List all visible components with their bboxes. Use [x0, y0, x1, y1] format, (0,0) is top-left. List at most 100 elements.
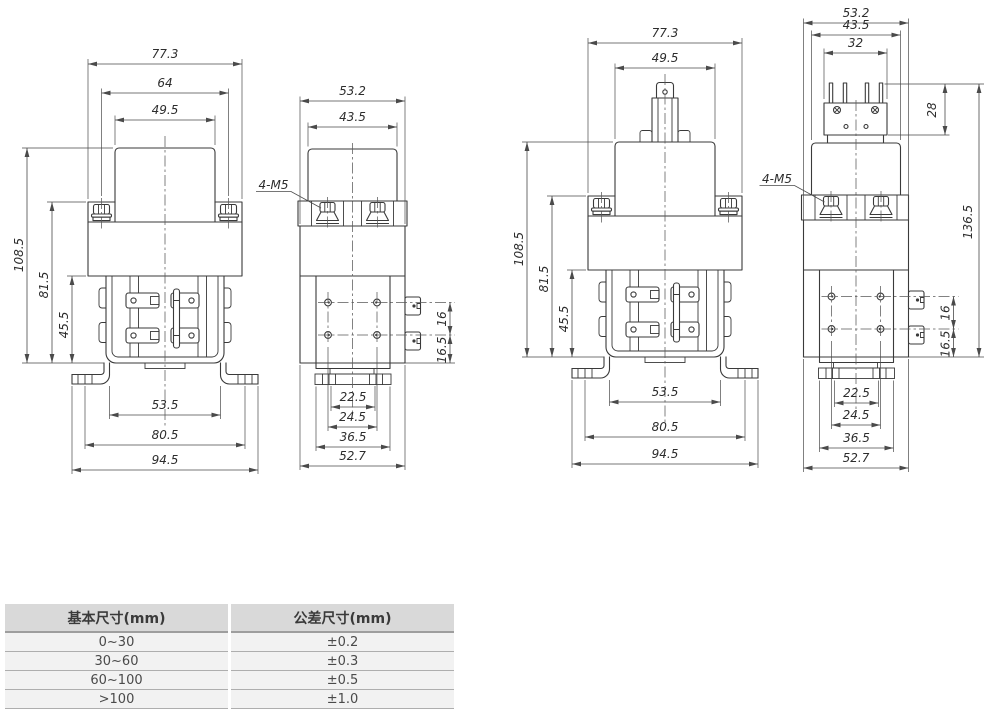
svg-text:53.5: 53.5: [152, 398, 179, 412]
basic-size-cell: 30~60: [5, 651, 230, 671]
header-tolerance: 公差尺寸(mm): [228, 604, 454, 633]
table-row: 30~60 ±0.3: [5, 651, 454, 671]
tolerance-table: 基本尺寸(mm) 公差尺寸(mm) 0~30 ±0.2 30~60 ±0.3 6…: [5, 604, 454, 709]
tolerance-cell: ±0.2: [228, 632, 454, 652]
dim-49-5: 49.5: [614, 51, 716, 139]
svg-text:64: 64: [157, 76, 172, 90]
dim-52-7: 52.7: [803, 359, 909, 472]
dim-45-5: 45.5: [557, 269, 586, 357]
table-header-row: 基本尺寸(mm) 公差尺寸(mm): [5, 604, 454, 633]
svg-text:4-M5: 4-M5: [259, 178, 289, 192]
mounting-bracket-right: [219, 362, 259, 385]
svg-text:24.5: 24.5: [339, 410, 366, 424]
svg-text:24.5: 24.5: [843, 408, 870, 422]
svg-text:45.5: 45.5: [57, 312, 71, 339]
coil-terminal-tabs: [625, 282, 700, 343]
basic-size-cell: 0~30: [5, 632, 230, 652]
pin: [828, 82, 834, 106]
centerlines: [601, 74, 729, 422]
dim-80-5: 80.5: [584, 380, 746, 441]
coil-terminal-tabs: [125, 288, 200, 349]
dim-28: 28: [884, 83, 984, 136]
contact-strip: [672, 282, 681, 343]
tolerance-cell: ±0.3: [228, 651, 454, 671]
dim-53-2: 53.2: [803, 6, 909, 220]
svg-text:53.2: 53.2: [339, 84, 366, 98]
coil-tab-terminals: [907, 290, 925, 345]
pin: [842, 82, 848, 106]
thread-callout-4-M5: 4-M5: [256, 178, 322, 209]
svg-text:36.5: 36.5: [340, 430, 367, 444]
table-row: 0~30 ±0.2: [5, 632, 454, 652]
centerlines: [101, 136, 229, 428]
svg-text:22.5: 22.5: [340, 390, 367, 404]
thread-callout-4-M5: 4-M5: [759, 172, 825, 203]
dim-16-5: 16.5: [939, 329, 956, 358]
svg-text:16.5: 16.5: [435, 337, 449, 364]
dim-94-5: 94.5: [571, 380, 759, 468]
dim-16: 16: [435, 302, 453, 335]
svg-text:22.5: 22.5: [843, 386, 870, 400]
dim-53-2: 53.2: [299, 84, 406, 224]
dim-22-5: 22.5: [834, 380, 879, 407]
mounting-bracket-left: [71, 362, 111, 385]
svg-text:43.5: 43.5: [843, 18, 870, 32]
front-view-left-variant: 77.3 64 49.5 108.5 81.5 45.5: [12, 47, 259, 474]
side-bosses: [598, 281, 732, 337]
flange-bolt-right: [365, 201, 390, 224]
svg-text:52.7: 52.7: [339, 449, 366, 463]
svg-text:16.5: 16.5: [939, 331, 953, 358]
dim-16-5: 16.5: [405, 335, 455, 363]
svg-text:80.5: 80.5: [152, 428, 179, 442]
dim-108-5: 108.5: [512, 141, 613, 358]
dim-16: 16: [939, 296, 956, 329]
contact-strip: [172, 288, 181, 349]
dim-45-5: 45.5: [57, 275, 86, 363]
side-bosses: [98, 287, 232, 343]
svg-text:28: 28: [925, 102, 939, 118]
svg-text:36.5: 36.5: [843, 431, 870, 445]
svg-text:52.7: 52.7: [843, 451, 870, 465]
dim-81-5: 81.5: [537, 195, 586, 357]
basic-size-cell: >100: [5, 689, 230, 709]
dim-52-7: 52.7: [299, 365, 406, 470]
front-view-right-variant: 77.3 49.5 108.5 81.5 45.5 53.5: [512, 26, 759, 468]
dim-49-5: 49.5: [114, 103, 216, 145]
dim-108-5: 108.5: [12, 147, 113, 364]
header-basic-size: 基本尺寸(mm): [5, 604, 230, 633]
svg-text:77.3: 77.3: [652, 26, 679, 40]
body-outline: [800, 142, 910, 379]
dim-53-5: 53.5: [109, 386, 221, 419]
tolerance-table-wrap: 基本尺寸(mm) 公差尺寸(mm) 0~30 ±0.2 30~60 ±0.3 6…: [5, 604, 454, 709]
dim-53-5: 53.5: [609, 380, 721, 406]
tolerance-cell: ±1.0: [228, 689, 454, 709]
terminal-block: [823, 82, 888, 144]
svg-text:94.5: 94.5: [652, 447, 679, 461]
dim-43-5: 43.5: [811, 18, 901, 140]
pin: [878, 82, 884, 106]
dim-32: 32: [823, 36, 888, 99]
side-view-left-variant: 53.2 43.5 4-M5 16 16.5 22.5 24.5: [256, 84, 455, 470]
pin: [864, 82, 870, 106]
svg-text:16: 16: [435, 311, 449, 327]
mounting-bracket-left: [571, 356, 611, 379]
side-view-right-variant: 53.2 43.5 32 28 136.5 4-M5 16: [759, 6, 984, 472]
svg-text:4-M5: 4-M5: [762, 172, 792, 186]
svg-text:81.5: 81.5: [37, 272, 51, 299]
svg-text:53.2: 53.2: [843, 6, 870, 20]
svg-text:80.5: 80.5: [652, 420, 679, 434]
svg-text:108.5: 108.5: [12, 238, 26, 272]
svg-text:94.5: 94.5: [152, 453, 179, 467]
svg-text:81.5: 81.5: [537, 266, 551, 293]
dim-36-5: 36.5: [315, 386, 391, 451]
dim-81-5: 81.5: [37, 201, 86, 363]
svg-text:43.5: 43.5: [339, 110, 366, 124]
dim-24-5: 24.5: [831, 341, 881, 429]
dim-136-5: 136.5: [908, 84, 984, 358]
dim-64: 64: [101, 76, 229, 196]
dim-80-5: 80.5: [84, 386, 246, 449]
table-row: 60~100 ±0.5: [5, 670, 454, 690]
centerlines: [821, 100, 959, 409]
svg-text:32: 32: [848, 36, 863, 50]
